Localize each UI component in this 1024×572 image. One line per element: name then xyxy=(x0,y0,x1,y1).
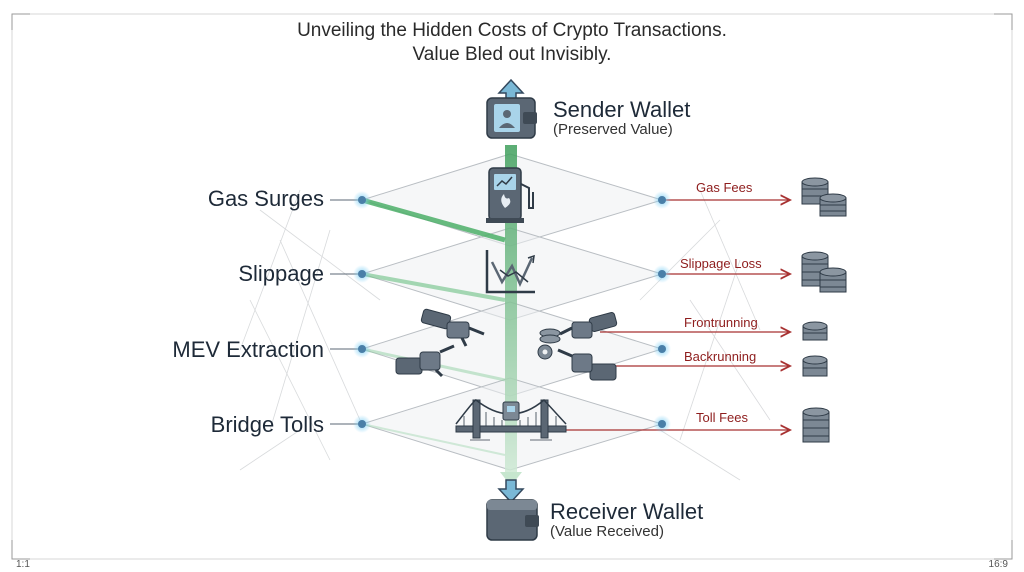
corner-label-left: 1:1 xyxy=(16,559,30,570)
sender-wallet-icon xyxy=(486,78,537,139)
receiver-wallet-icon xyxy=(486,479,539,541)
frame-border xyxy=(11,13,1013,560)
cost-label-backrunning: Backrunning xyxy=(684,349,757,364)
corner-label-right: 16:9 xyxy=(988,559,1008,570)
node-left-mev xyxy=(353,340,371,358)
left-connectors xyxy=(330,199,362,425)
node-right-gas xyxy=(653,191,671,209)
title-line-1: Unveiling the Hidden Costs of Crypto Tra… xyxy=(297,20,727,41)
cost-label-toll-fees: Toll Fees xyxy=(696,410,749,425)
receiver-wallet-subtitle: (Value Received) xyxy=(550,523,664,540)
coin-stack-frontrunning xyxy=(802,321,828,341)
node-right-slippage xyxy=(653,265,671,283)
stage-label-mev-extraction: MEV Extraction xyxy=(172,337,324,362)
robot-hand-upper-left xyxy=(420,308,485,347)
coin-stack-toll xyxy=(802,407,830,443)
robot-hand-upper-right xyxy=(559,312,618,339)
value-flow-column xyxy=(505,145,517,475)
flow-arrowhead xyxy=(500,472,522,486)
background-mesh xyxy=(239,189,771,481)
value-leak-slippage xyxy=(361,272,506,302)
robot-hand-lower-left xyxy=(395,344,455,378)
coin-stack-backrunning xyxy=(802,355,828,377)
gear-icon xyxy=(537,344,553,360)
node-right-bridge xyxy=(653,415,671,433)
node-left-gas xyxy=(353,191,371,209)
node-right-mev xyxy=(653,340,671,358)
stage-label-slippage: Slippage xyxy=(238,261,324,286)
node-left-slippage xyxy=(353,265,371,283)
stage-label-gas-surges: Gas Surges xyxy=(207,186,324,211)
receiver-wallet-title: Receiver Wallet xyxy=(550,499,704,524)
cost-label-slippage-loss: Slippage Loss xyxy=(680,256,762,271)
coin-stack-slippage xyxy=(801,251,847,293)
declining-chart-icon xyxy=(485,250,535,294)
gas-pump-icon xyxy=(486,167,534,223)
cost-label-gas-fees: Gas Fees xyxy=(696,180,753,195)
mev-coin-icon xyxy=(539,328,561,344)
coin-stack-gas xyxy=(801,177,847,217)
corner-brackets xyxy=(11,13,1013,560)
stage-nodes xyxy=(353,191,671,433)
node-left-bridge xyxy=(353,415,371,433)
bridge-icon xyxy=(455,398,567,441)
value-leak-bridge xyxy=(361,423,506,456)
title-line-2: Value Bled out Invisibly. xyxy=(412,44,612,65)
value-leak-gas xyxy=(361,197,506,243)
sender-wallet-title: Sender Wallet xyxy=(553,97,691,122)
sender-wallet-subtitle: (Preserved Value) xyxy=(553,121,673,138)
robot-hands-icon xyxy=(395,308,618,381)
cost-label-frontrunning: Frontrunning xyxy=(684,315,758,330)
stage-label-bridge-tolls: Bridge Tolls xyxy=(210,412,324,437)
robot-hand-lower-right xyxy=(557,348,617,381)
